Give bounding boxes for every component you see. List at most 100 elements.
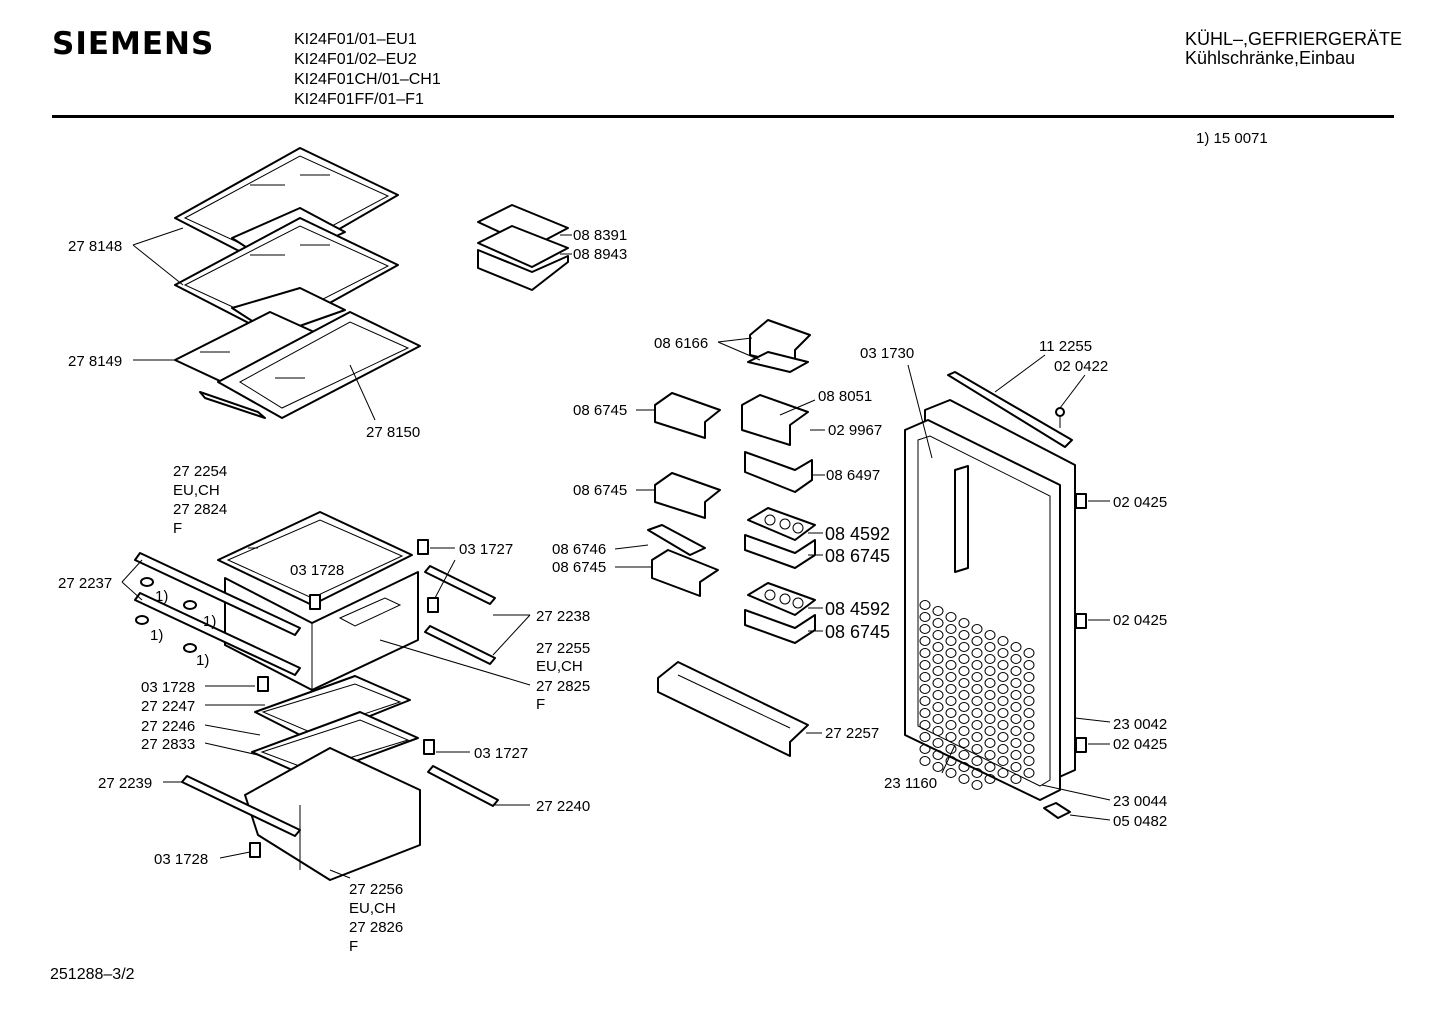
- perforation-hole: [1023, 708, 1035, 718]
- perforation-hole: [932, 750, 944, 760]
- perforation-hole: [1010, 714, 1022, 724]
- perforation-hole: [919, 684, 931, 694]
- perforation-hole: [1010, 642, 1022, 652]
- perforation-hole: [958, 762, 970, 772]
- footnote-marker: 1): [203, 613, 216, 630]
- part-label: 02 0425: [1113, 494, 1167, 511]
- part-label: 27 2238: [536, 608, 590, 625]
- crisper-grid-upper: [254, 675, 411, 741]
- leader-line: [434, 559, 456, 599]
- perforation-hole: [958, 726, 970, 736]
- perforation-hole: [1010, 750, 1022, 760]
- egg-tray-upper: [744, 507, 816, 569]
- perforation-hole: [932, 654, 944, 664]
- perforation-hole: [971, 708, 983, 718]
- perforation-hole: [919, 672, 931, 682]
- part-label: 02 0425: [1113, 612, 1167, 629]
- variant-label: F: [536, 696, 545, 713]
- leader-line: [717, 341, 761, 361]
- leader-line: [132, 227, 184, 246]
- drawer-rail-left-upper: [134, 552, 301, 676]
- footnote-marker: 1): [196, 652, 209, 669]
- perforation-hole: [984, 642, 996, 652]
- part-label: 23 0044: [1113, 793, 1167, 810]
- perforation-hole: [971, 660, 983, 670]
- leader-line: [379, 639, 531, 686]
- perforation-hole: [932, 690, 944, 700]
- leader-line: [329, 869, 351, 879]
- door-stop: [1043, 802, 1071, 819]
- part-label: 02 9967: [828, 422, 882, 439]
- perforation-hole: [1010, 762, 1022, 772]
- perforation-hole: [984, 654, 996, 664]
- perforation-hole: [997, 768, 1009, 778]
- perforation-hole: [1023, 672, 1035, 682]
- screw-icon: [1055, 407, 1065, 428]
- perforation-hole: [971, 780, 983, 790]
- perforation-hole: [1010, 666, 1022, 676]
- perforation-hole: [984, 630, 996, 640]
- perforation-hole: [1023, 756, 1035, 766]
- dairy-compartment: [741, 394, 813, 493]
- header-divider: [52, 115, 1394, 118]
- part-label: 08 6166: [654, 335, 708, 352]
- perforation-hole: [997, 696, 1009, 706]
- perforation-hole: [984, 726, 996, 736]
- brand-logo: SIEMENS: [52, 26, 215, 62]
- perforation-hole: [932, 606, 944, 616]
- category-line: Kühlschränke,Einbau: [1184, 48, 1356, 68]
- part-label: 27 8149: [68, 353, 122, 370]
- category-line: KÜHL–,GEFRIERGERÄTE: [1184, 29, 1402, 49]
- leader-line: [941, 744, 956, 774]
- perforation-hole: [984, 666, 996, 676]
- perforation-hole: [945, 636, 957, 646]
- perforation-hole: [997, 636, 1009, 646]
- glass-shelf-split: [174, 311, 421, 419]
- part-label: 27 2254: [173, 463, 227, 480]
- perforation-hole: [919, 732, 931, 742]
- footnote-reference: 1) 15 0071: [1196, 130, 1268, 147]
- perforation-hole: [984, 678, 996, 688]
- perforation-hole: [997, 672, 1009, 682]
- part-label: 27 8150: [366, 424, 420, 441]
- perforation-hole: [945, 660, 957, 670]
- leader-line: [349, 364, 376, 421]
- model-number: KI24F01CH/01–CH1: [294, 71, 441, 88]
- leader-line: [779, 399, 816, 416]
- part-label: 27 8148: [68, 238, 122, 255]
- perforation-hole: [997, 756, 1009, 766]
- perforation-hole: [984, 690, 996, 700]
- door-grid-pattern: [919, 600, 1035, 790]
- part-label: 27 2246: [141, 718, 195, 735]
- perforation-hole: [1010, 678, 1022, 688]
- perforation-hole: [932, 630, 944, 640]
- part-label: 08 8051: [818, 388, 872, 405]
- perforation-hole: [997, 744, 1009, 754]
- perforation-hole: [958, 618, 970, 628]
- perforation-hole: [945, 696, 957, 706]
- part-label: 27 2824: [173, 501, 227, 518]
- leader-line: [121, 559, 143, 583]
- perforation-hole: [958, 654, 970, 664]
- perforation-hole: [958, 630, 970, 640]
- perforation-hole: [932, 726, 944, 736]
- leader-line: [717, 337, 753, 343]
- part-label: 08 6745: [573, 402, 627, 419]
- perforation-hole: [932, 738, 944, 748]
- perforation-hole: [945, 648, 957, 658]
- part-label: 03 1727: [459, 541, 513, 558]
- perforation-hole: [919, 612, 931, 622]
- round-foot-icon: [135, 577, 197, 653]
- part-label: 08 6745: [552, 559, 606, 576]
- perforation-hole: [919, 756, 931, 766]
- bottle-shelf: [657, 661, 809, 757]
- leader-line: [994, 354, 1046, 393]
- part-label: 08 8391: [573, 227, 627, 244]
- perforation-hole: [958, 642, 970, 652]
- part-label: 03 1728: [141, 679, 195, 696]
- leader-line: [121, 581, 143, 601]
- part-label: 03 1728: [154, 851, 208, 868]
- leader-line: [204, 742, 259, 756]
- perforation-hole: [1010, 726, 1022, 736]
